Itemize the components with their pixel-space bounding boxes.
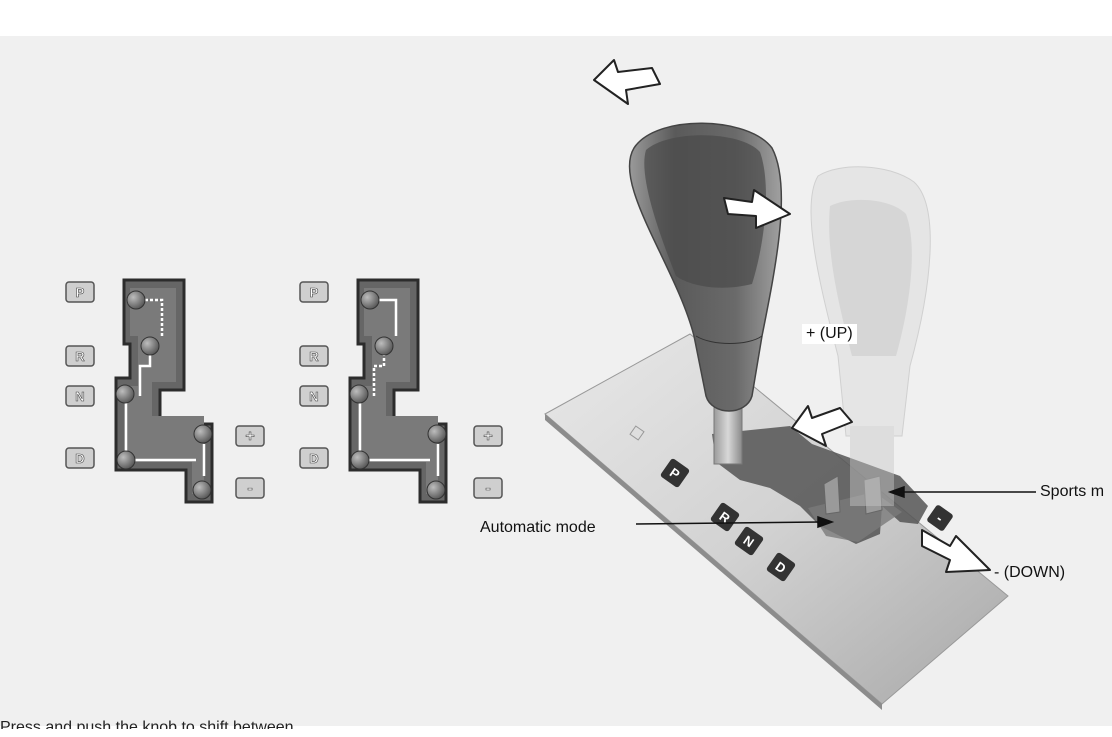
gate-pattern-automatic [116, 280, 212, 502]
plus-key-right: + [474, 426, 502, 446]
label-automatic-mode: Automatic mode [480, 519, 596, 537]
svg-text:N: N [75, 389, 84, 404]
gate-key-left-p: P [66, 282, 94, 302]
gate-key-left-n: N [66, 386, 94, 406]
svg-text:P: P [310, 285, 319, 300]
svg-text:D: D [309, 451, 318, 466]
label-down: - (DOWN) [994, 564, 1065, 582]
gate-key-right-p: P [300, 282, 328, 302]
svg-text:+: + [483, 428, 492, 445]
label-up: + (UP) [802, 324, 857, 344]
svg-text:D: D [75, 451, 84, 466]
svg-text:N: N [309, 389, 318, 404]
gate-pattern-sports [350, 280, 446, 502]
plus-key-left: + [236, 426, 264, 446]
minus-key-right: - [474, 478, 502, 498]
gate-key-left-r: R [66, 346, 94, 366]
gate-key-left-d: D [66, 448, 94, 468]
svg-text:-: - [485, 480, 490, 497]
label-sports-mode: Sports m [1040, 483, 1104, 501]
up-arrow-icon [594, 60, 660, 104]
minus-key-left: - [236, 478, 264, 498]
svg-text:R: R [75, 349, 85, 364]
gate-key-right-r: R [300, 346, 328, 366]
gate-key-right-n: N [300, 386, 328, 406]
svg-text:R: R [309, 349, 319, 364]
svg-text:+: + [245, 428, 254, 445]
svg-text:-: - [247, 480, 252, 497]
plate-minus-key: - [926, 504, 954, 532]
svg-text:P: P [76, 285, 85, 300]
caption: Press and push the knob to shift between [0, 719, 294, 737]
gate-key-right-d: D [300, 448, 328, 468]
